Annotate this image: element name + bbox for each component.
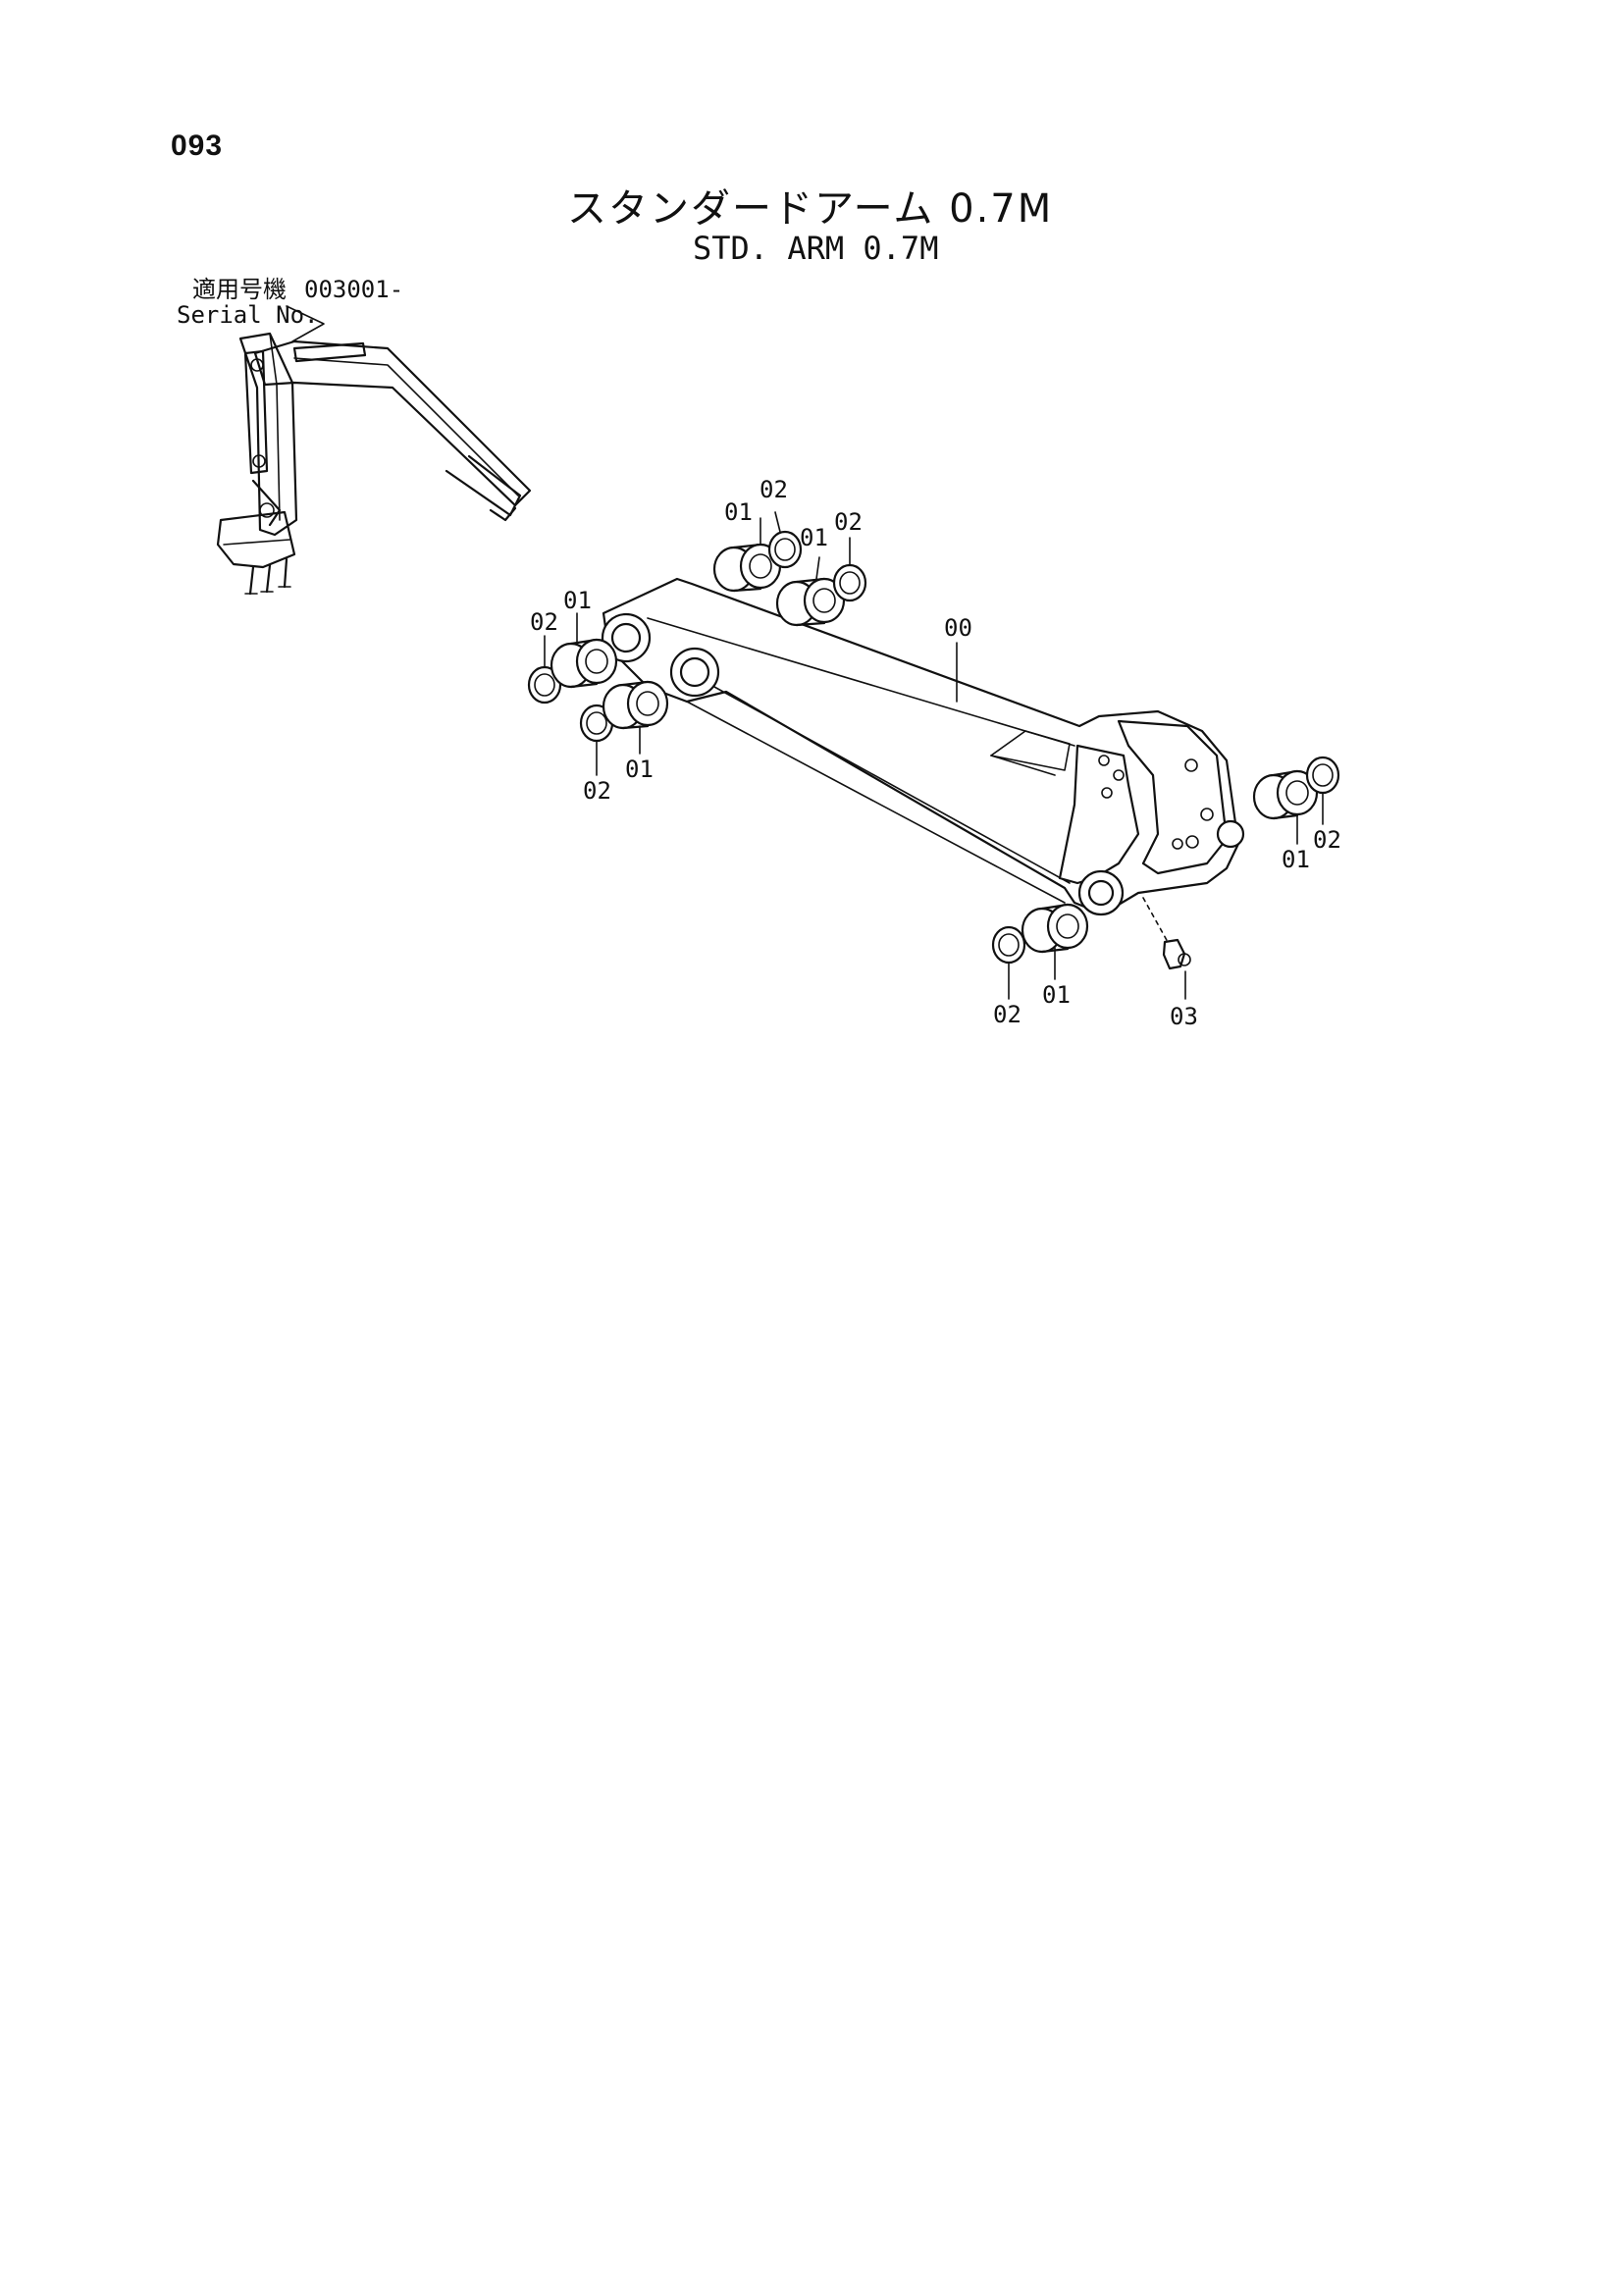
bushing-left-lower-icon (602, 680, 669, 730)
serial-label-japanese: 適用号機 (192, 276, 287, 303)
bushing-right-icon (1252, 769, 1319, 820)
callout-bushing-bottom: 01 (1042, 981, 1071, 1009)
leader-lines (544, 511, 1324, 1000)
excavator-thumbnail-icon (216, 305, 532, 596)
grease-fitting-icon (1162, 938, 1191, 970)
callout-grease-fitting: 03 (1170, 1003, 1198, 1030)
serial-value: 003001- (304, 276, 404, 303)
serial-label-english: Serial No. (177, 301, 319, 329)
callout-labels: 00 01 02 01 02 02 01 02 01 01 02 02 01 0… (530, 476, 1341, 1030)
callout-shim-top-left: 02 (760, 476, 788, 503)
callout-arm: 00 (944, 614, 972, 642)
callout-shim-left-upper: 02 (530, 608, 558, 636)
callout-bushing-right: 01 (1282, 846, 1310, 873)
shim-top-left-icon (767, 530, 803, 569)
page-number: 093 (171, 130, 224, 162)
diagram-title-english: STD. ARM 0.7M (693, 230, 939, 267)
callout-bushing-top-left: 01 (724, 498, 753, 526)
callout-bushing-top-right: 01 (800, 524, 828, 551)
serial-row-jp: 適用号機 003001- (177, 277, 403, 302)
callout-shim-bottom: 02 (993, 1001, 1022, 1028)
shim-bottom-icon (991, 925, 1026, 965)
bushing-top-right-icon (775, 577, 846, 627)
serial-applicability: 適用号機 003001- Serial No. (177, 277, 403, 328)
shim-right-icon (1305, 756, 1340, 795)
shim-left-upper-icon (527, 665, 562, 704)
bushings-and-shims (527, 530, 1340, 965)
bushing-bottom-icon (1021, 903, 1089, 954)
bushing-left-upper-icon (550, 638, 618, 689)
shim-top-right-icon (832, 563, 867, 602)
diagram-title-japanese: スタンダードアーム 0.7M (567, 186, 1054, 232)
callout-shim-top-right: 02 (834, 508, 863, 536)
callout-shim-right: 02 (1313, 826, 1341, 854)
callout-shim-left-lower: 02 (583, 777, 611, 805)
arm-assembly (601, 577, 1245, 970)
callout-bushing-left-lower: 01 (625, 756, 654, 783)
callout-bushing-left-upper: 01 (563, 587, 592, 614)
